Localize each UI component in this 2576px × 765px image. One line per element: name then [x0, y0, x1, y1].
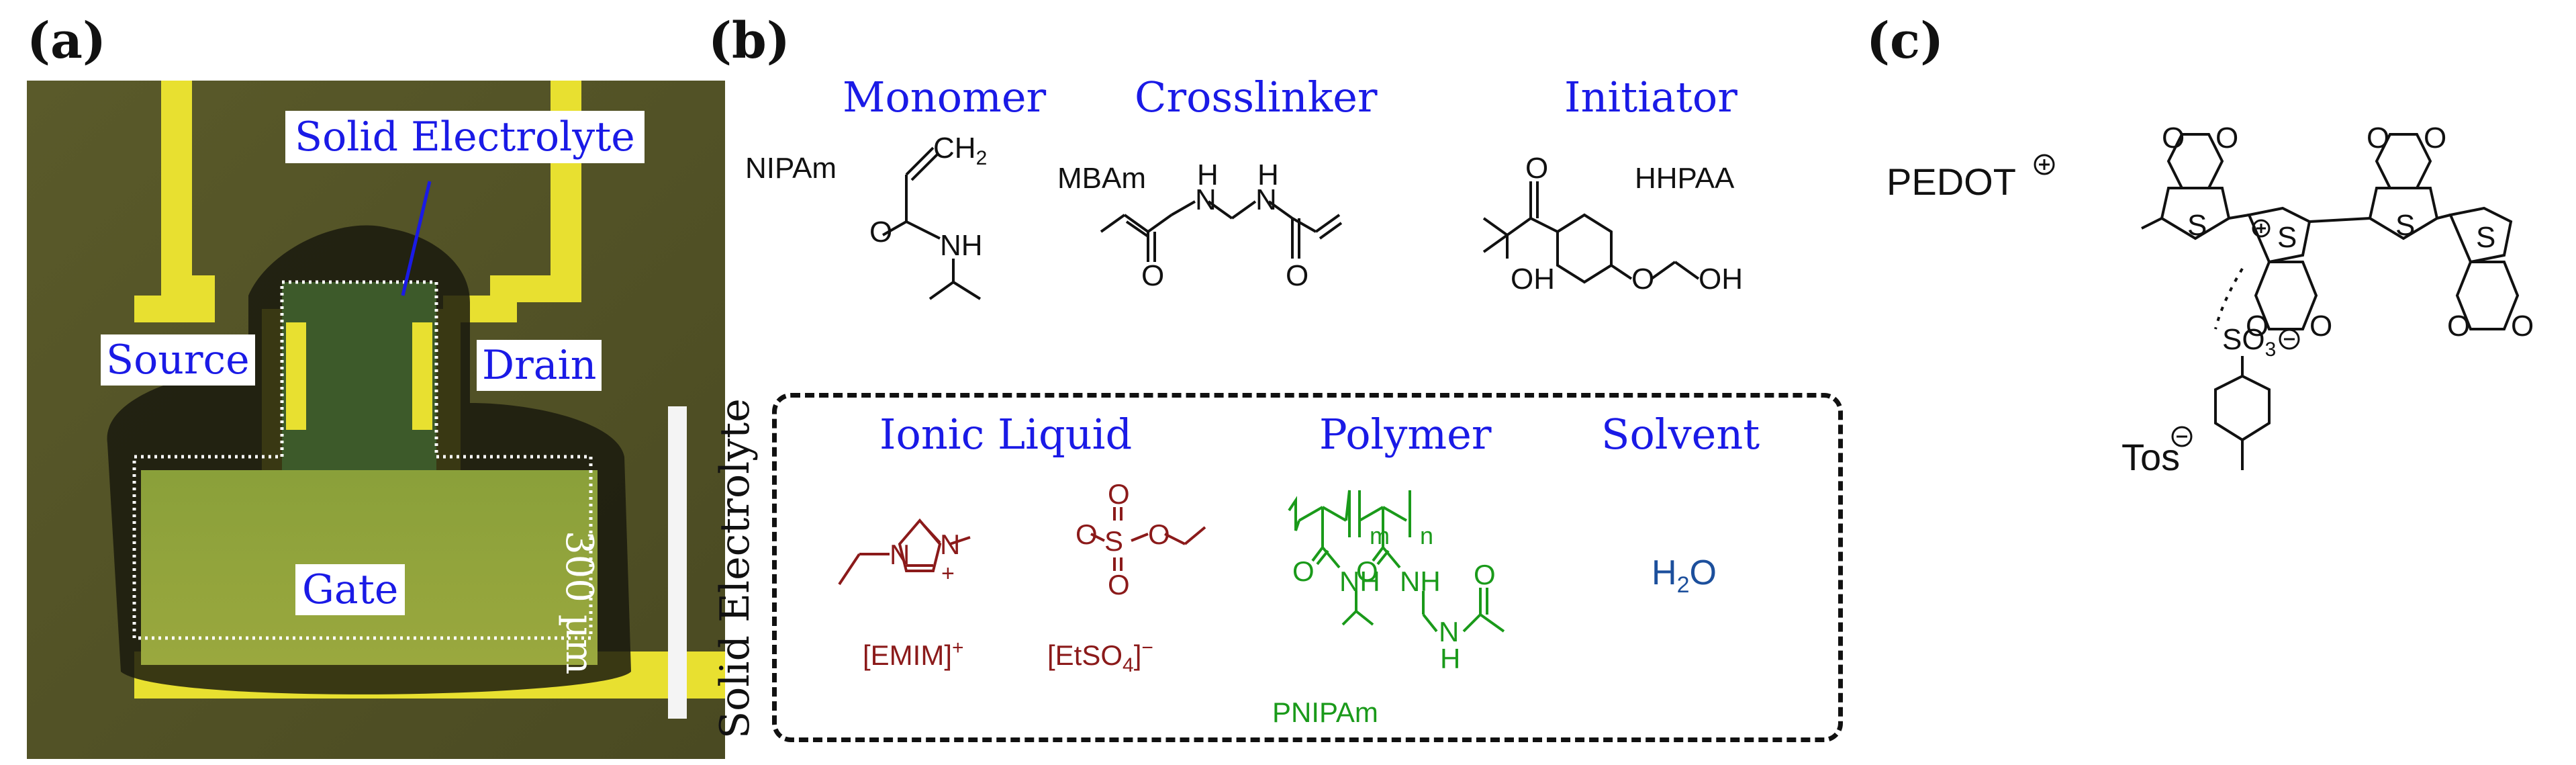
solid-electrolyte-side-label: Solid Electrolyte — [712, 398, 759, 739]
mbam-o1: O — [1141, 259, 1164, 292]
scale-bar — [668, 406, 687, 719]
pedot-o8: O — [2511, 310, 2534, 343]
pnipam-name: PNIPAm — [1272, 696, 1378, 728]
hhpaa-name: HHPAA — [1635, 162, 1735, 195]
source-label: Source — [101, 334, 255, 386]
nipam-name: NIPAm — [745, 152, 837, 185]
pedot-s4: S — [2476, 221, 2495, 254]
pedot-s3: S — [2395, 209, 2415, 242]
pedot-o1: O — [2162, 122, 2185, 154]
water-formula: H2O — [1652, 553, 1717, 598]
nipam-o: O — [869, 216, 892, 249]
pedot-o6: O — [2309, 310, 2332, 343]
mbam-h2: H — [1257, 159, 1279, 191]
hhpaa-o: O — [1525, 152, 1548, 185]
pedot-s1: S — [2187, 209, 2207, 242]
tos-so3: SO3 — [2222, 323, 2276, 361]
etso4-o4: O — [1148, 519, 1170, 550]
solid-electrolyte-label: Solid Electrolyte — [285, 111, 645, 163]
electrolyte-structures: N N + [EMIM]+ S O O O O [EtSO4]− m n O N… — [838, 478, 1717, 728]
solvent-header: Solvent — [1601, 410, 1760, 459]
channel — [282, 282, 436, 484]
pedot-o4: O — [2424, 122, 2446, 154]
micrograph — [27, 81, 725, 759]
mbam-o2: O — [1286, 259, 1308, 292]
pnipam-o3: O — [1474, 559, 1496, 590]
polymer-header: Polymer — [1319, 410, 1492, 459]
pnipam-n3: N — [1439, 616, 1459, 647]
emim-label: [EMIM]+ — [863, 637, 964, 671]
solid-electrolyte-box — [772, 393, 1843, 742]
pnipam-n: n — [1420, 522, 1433, 549]
pnipam-m: m — [1370, 522, 1390, 549]
pedot-o2: O — [2215, 122, 2238, 154]
pedot-o3: O — [2367, 122, 2389, 154]
etso4-o3: O — [1076, 519, 1098, 550]
etso4-label: [EtSO4]− — [1047, 637, 1153, 676]
pointer-line — [401, 181, 432, 296]
initiator-header: Initiator — [1564, 73, 1737, 122]
pnipam-nh1: NH — [1339, 566, 1380, 597]
hhpaa-oh2: OH — [1699, 263, 1743, 296]
pedot-structure: PEDOT S S S S O O O O O O O O SO3 Tos — [1887, 122, 2534, 478]
ionic-liquid-header: Ionic Liquid — [879, 410, 1133, 459]
emim-n2: N — [940, 529, 960, 560]
mbam-h1: H — [1197, 159, 1219, 191]
etso4-o1: O — [1108, 478, 1130, 510]
etso4-o2: O — [1108, 569, 1130, 600]
pedot-label: PEDOT — [1887, 161, 2016, 203]
emim-n1: N — [890, 539, 910, 570]
etso4-s: S — [1104, 525, 1123, 557]
pnipam-nh2: NH — [1400, 566, 1441, 597]
panel-c-label: (c) — [1866, 12, 1944, 70]
pnipam-o1: O — [1292, 555, 1315, 587]
monomer-header: Monomer — [843, 73, 1047, 122]
electrolyte-outline — [132, 280, 593, 640]
panel-b-label: (b) — [708, 12, 790, 70]
crosslinker-header: Crosslinker — [1135, 73, 1378, 122]
mbam-n2: N — [1255, 183, 1277, 216]
nipam-ch2: CH2 — [933, 132, 987, 169]
tos-label: Tos — [2121, 436, 2180, 478]
panel-a-label: (a) — [27, 12, 106, 70]
drain-label: Drain — [477, 340, 602, 391]
pedot-o5: O — [2246, 310, 2269, 343]
scale-bar-label: 300 µm — [557, 531, 601, 675]
mbam-name: MBAm — [1057, 162, 1146, 195]
hhpaa-oh1: OH — [1511, 263, 1555, 296]
pedot-o7: O — [2447, 310, 2470, 343]
pnipam-o2: O — [1356, 555, 1378, 587]
pedot-s2: S — [2277, 221, 2297, 254]
emim-plus: + — [941, 561, 955, 586]
reagent-structures: NIPAm CH2 O NH MBAm O O H N H N O HHPAA … — [745, 132, 1743, 300]
charge-symbols — [2034, 154, 2300, 447]
mbam-n1: N — [1195, 183, 1217, 216]
gate-label: Gate — [295, 564, 406, 615]
pnipam-h3: H — [1440, 643, 1460, 674]
nipam-nh: NH — [940, 229, 983, 262]
hhpaa-o2: O — [1631, 263, 1654, 296]
